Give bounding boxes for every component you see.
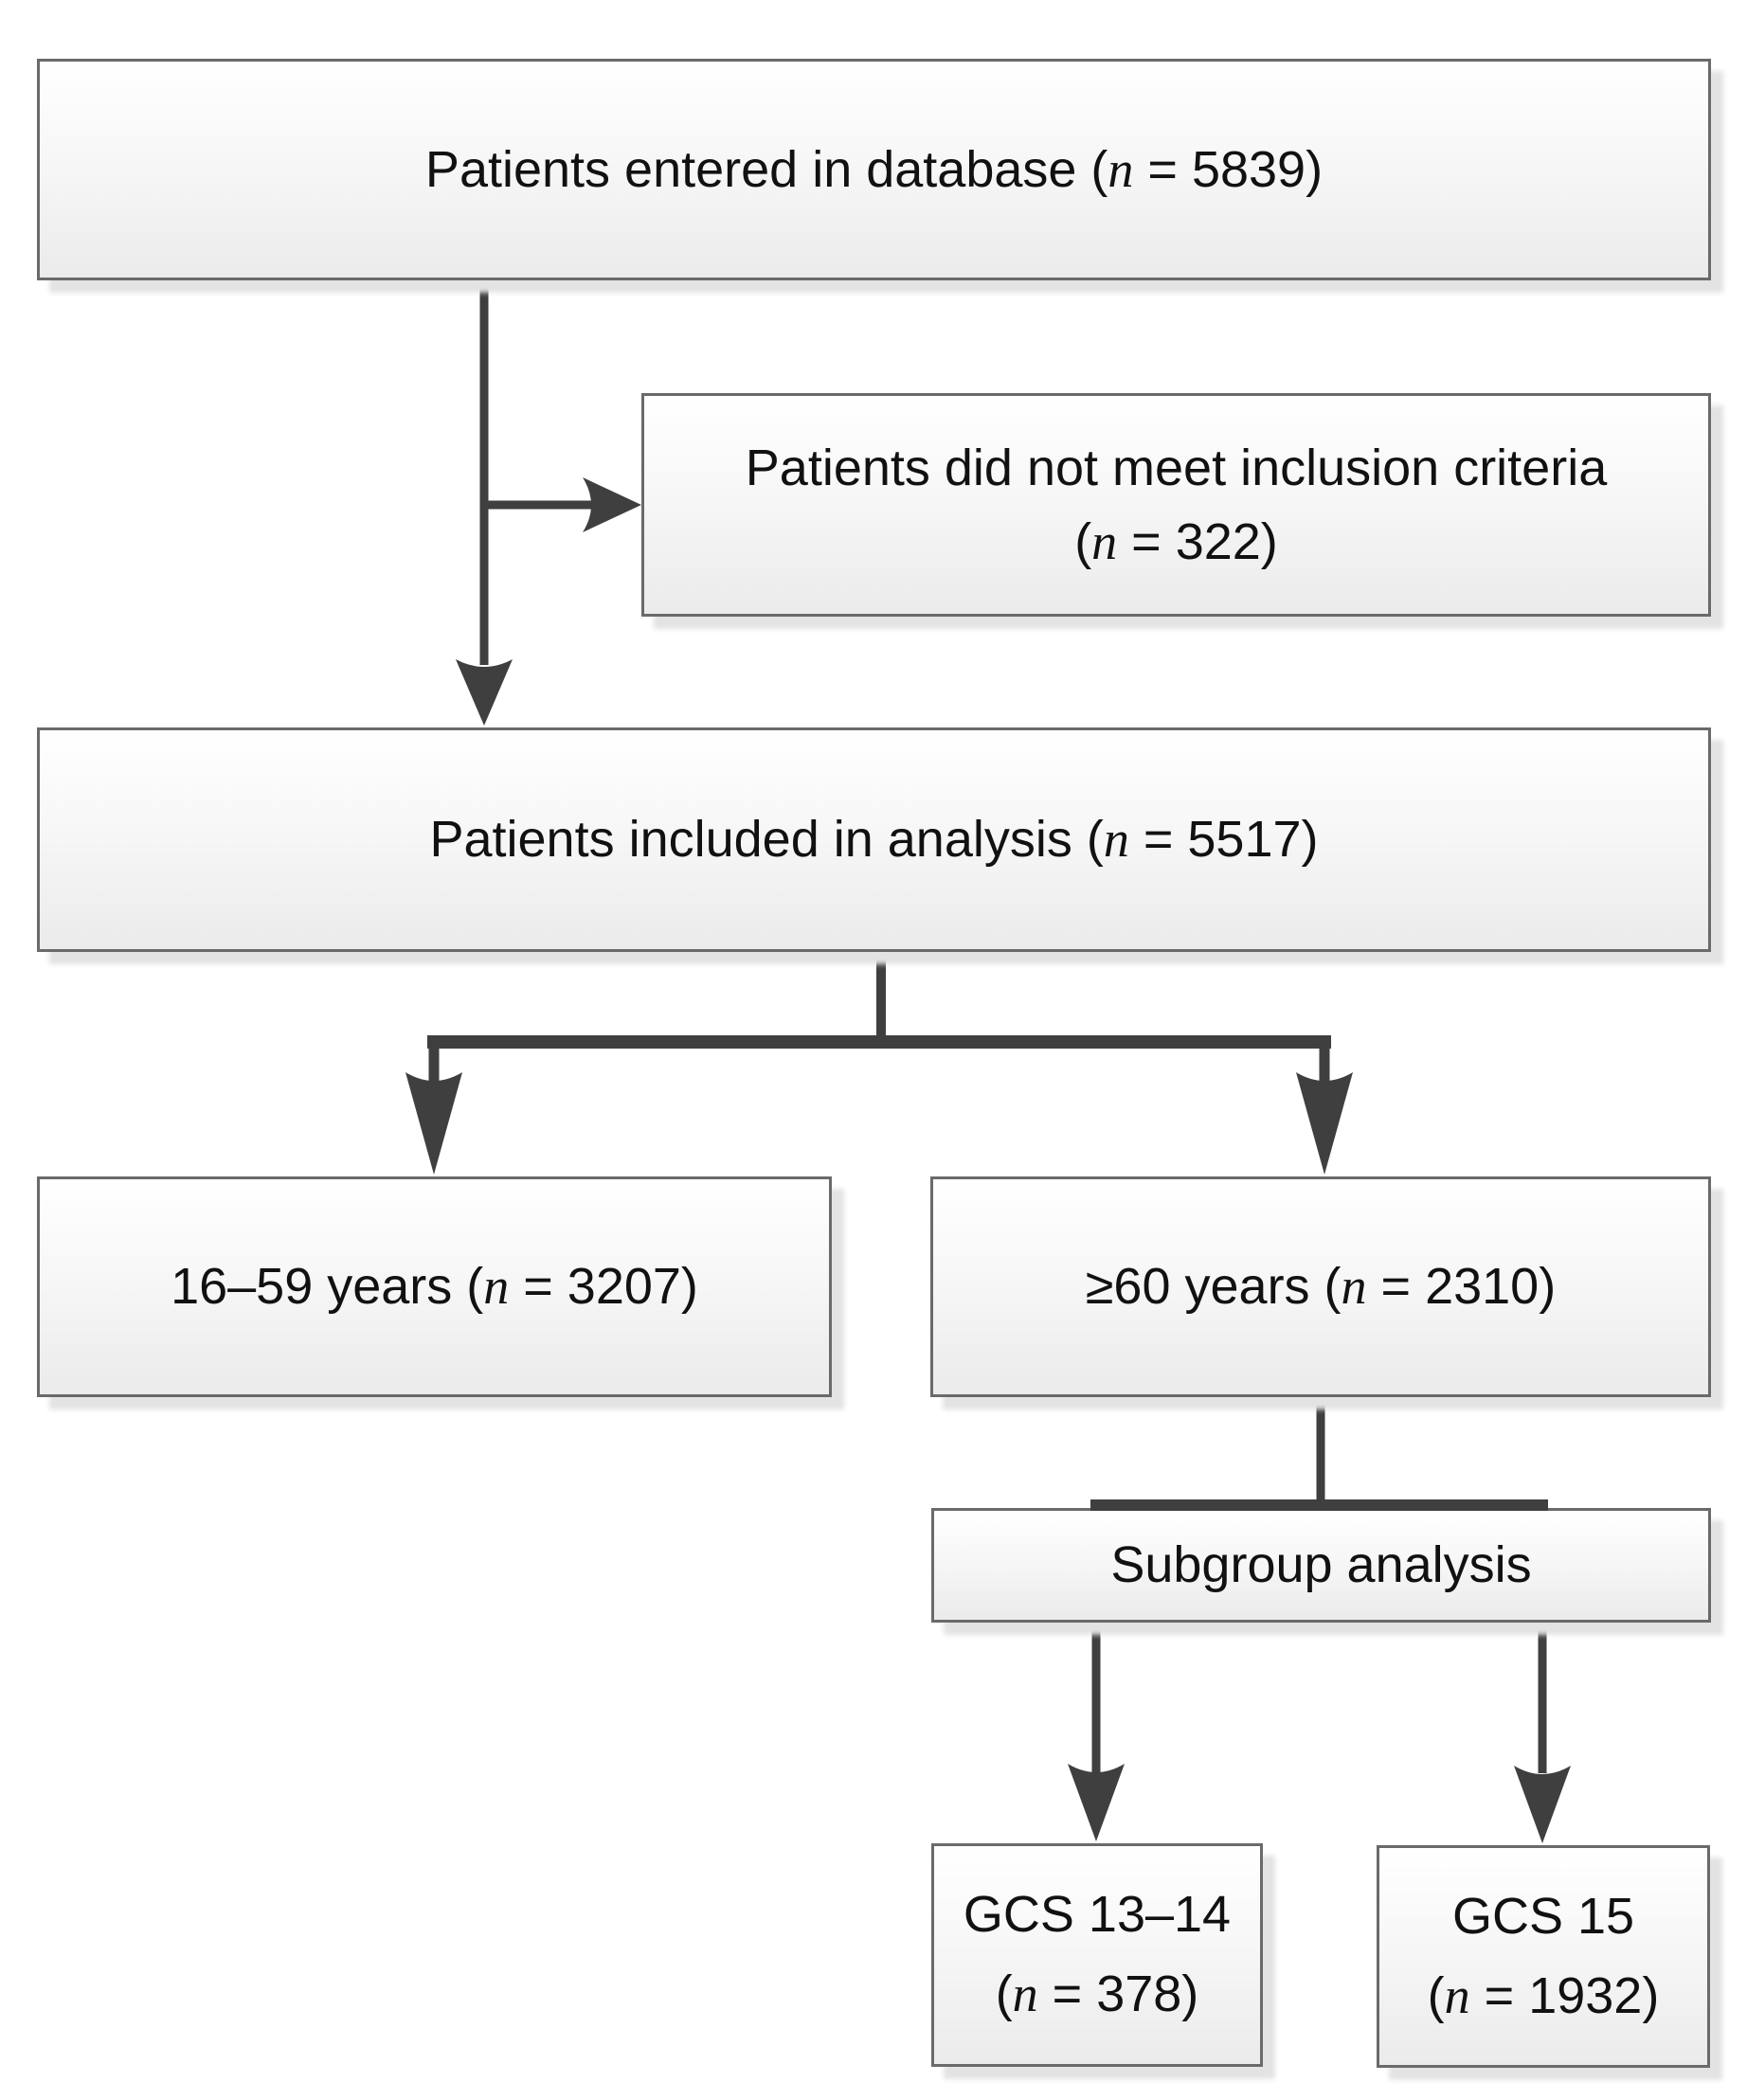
box-text: 16–59 years (n = 3207) <box>171 1258 698 1316</box>
box-text: Patients entered in database (n = 5839) <box>424 140 1324 198</box>
flow-box-age-60-plus: ≥60 years (n = 2310) <box>930 1176 1711 1397</box>
arrowhead-down-icon <box>1068 1764 1125 1841</box>
box-text: (n = 378) <box>995 1965 1199 2022</box>
arrowhead-down-icon <box>405 1072 462 1175</box>
box-text: GCS 13–14 <box>963 1886 1232 1944</box>
box-text: Subgroup analysis <box>1110 1536 1532 1594</box>
box-text: (n = 322) <box>1074 513 1278 570</box>
box-text: ≥60 years (n = 2310) <box>1085 1258 1557 1316</box>
flow-box-gcs-13-14: GCS 13–14 (n = 378) <box>931 1843 1263 2067</box>
flow-box-age-16-59: 16–59 years (n = 3207) <box>37 1176 832 1397</box>
flow-box-subgroup-analysis: Subgroup analysis <box>931 1508 1711 1623</box>
box-text: Patients included in analysis (n = 5517) <box>429 811 1319 869</box>
arrowhead-down-icon <box>456 659 513 726</box>
flow-box-entered-database: Patients entered in database (n = 5839) <box>37 59 1711 280</box>
box-text: (n = 1932) <box>1427 1966 1660 2024</box>
box-text: GCS 15 <box>1451 1887 1635 1945</box>
flow-box-included-analysis: Patients included in analysis (n = 5517) <box>37 727 1711 952</box>
flow-box-gcs-15: GCS 15 (n = 1932) <box>1377 1845 1710 2068</box>
arrowhead-down-icon <box>1296 1072 1353 1175</box>
box-text: Patients did not meet inclusion criteria <box>745 439 1608 496</box>
arrowhead-right-icon <box>583 477 641 532</box>
arrowhead-down-icon <box>1514 1766 1571 1843</box>
connector-subgroup-horizontal-bar <box>1090 1499 1548 1511</box>
flow-box-not-meet-criteria: Patients did not meet inclusion criteria… <box>641 393 1711 617</box>
